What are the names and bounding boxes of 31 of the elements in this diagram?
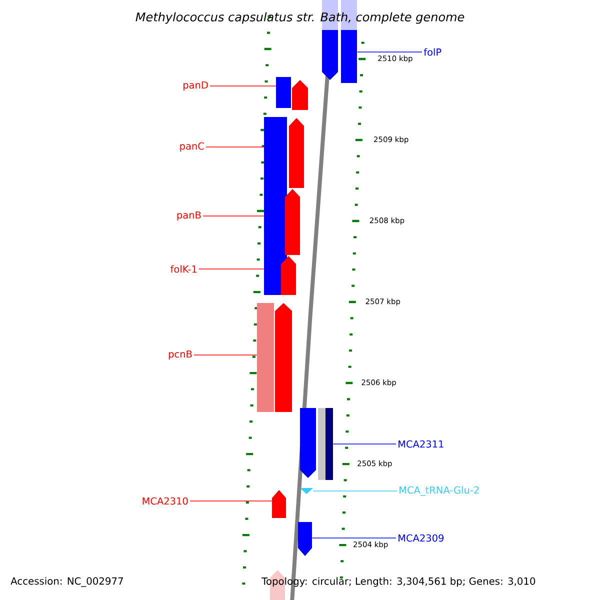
gene-label: pcnB xyxy=(168,350,192,360)
gene-bar xyxy=(276,77,291,108)
gene-block xyxy=(289,118,304,188)
gene-bar xyxy=(318,408,333,480)
gene-label: folP xyxy=(424,48,442,56)
gene-bar xyxy=(264,117,287,295)
gene-label: panC xyxy=(180,142,204,152)
gene-triangle xyxy=(300,488,313,494)
gene-bar xyxy=(257,303,274,412)
gene-block xyxy=(275,303,292,412)
gene-block xyxy=(292,80,308,110)
genome-info-text: Topology: circular; Length: 3,304,561 bp; Genes: 3,010 xyxy=(262,577,536,587)
leader-line xyxy=(190,500,272,502)
gene-label: folK-1 xyxy=(170,265,197,273)
leader-line xyxy=(194,354,258,356)
gene-block xyxy=(298,522,312,556)
gene-label: MCA2310 xyxy=(142,497,188,505)
gene-label: panD xyxy=(183,81,208,91)
leader-line xyxy=(206,146,264,148)
gene-label: MCA_tRNA-Glu-2 xyxy=(400,486,479,496)
gene-block xyxy=(300,408,316,478)
gene-block xyxy=(285,189,300,255)
gene-block xyxy=(272,490,286,518)
gene-block xyxy=(281,256,296,295)
gene-label: MCA2309 xyxy=(398,534,444,542)
title: Methylococcus capsulatus str. Bath, complete genome xyxy=(136,12,464,24)
gene-label: MCA2311 xyxy=(398,440,444,448)
accession-text: Accession: NC_002977 xyxy=(10,577,123,587)
leader-line xyxy=(198,268,264,270)
leader-line xyxy=(312,490,398,492)
gene-label: panB xyxy=(177,211,201,221)
